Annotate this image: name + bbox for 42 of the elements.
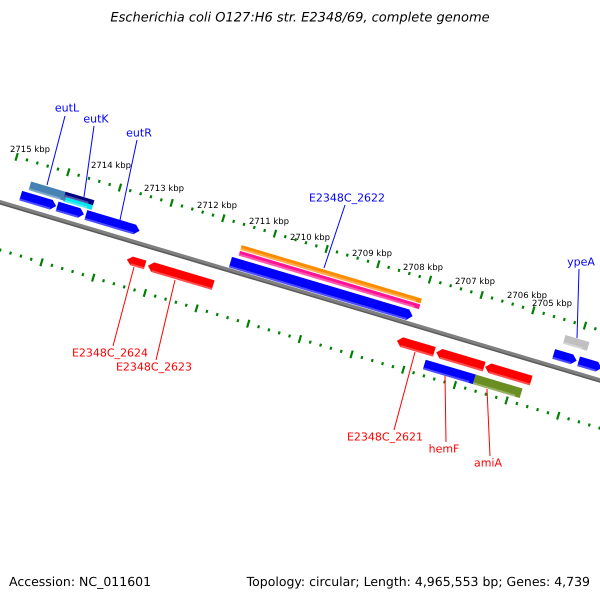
leader-line (156, 280, 176, 360)
gene-feature (126, 256, 146, 270)
gene-label: eutL (54, 102, 80, 114)
gene-label: hemF (428, 444, 460, 454)
scale-label: 2708 kbp (402, 264, 444, 272)
scale-label: 2706 kbp (506, 292, 548, 300)
gene-label: eutK (83, 114, 109, 124)
leader-line (486, 388, 490, 456)
gene-label: E2348C_2623 (116, 362, 192, 372)
scale-label: 2710 kbp (290, 234, 330, 242)
gene-feature (240, 245, 422, 304)
scale-label: 2707 kbp (454, 278, 496, 286)
gene-label: E2348C_2621 (346, 432, 424, 442)
scale-label: 2715 kbp (10, 146, 50, 154)
leader-line (120, 140, 138, 220)
scale-label: 2711 kbp (248, 218, 290, 226)
gene-label: ypeA (567, 256, 595, 268)
leader-line (112, 266, 134, 346)
leader-line (444, 376, 446, 442)
gene-feature (84, 210, 140, 234)
scale-label: 2705 kbp (532, 300, 572, 308)
gene-label: E2348C_2622 (308, 192, 386, 204)
footer-text: Topology: circular; Length: 4,965,553 bp; Genes: 4,739 (246, 576, 590, 588)
footer-text: Accession: NC_011601 (9, 576, 152, 588)
gene-feature (396, 337, 436, 357)
scale-label: 2712 kbp (196, 202, 238, 210)
scale-label: 2714 kbp (90, 162, 132, 170)
gene-feature (562, 335, 590, 351)
title: Escherichia coli O127:H6 str. E2348/69, complete genome (110, 12, 490, 24)
gene-feature (472, 374, 523, 398)
scale-label: 2713 kbp (144, 184, 184, 194)
scale-label: 2709 kbp (352, 250, 392, 258)
gene-feature (148, 262, 215, 290)
gene-label: E2348C_2624 (72, 348, 148, 358)
gene-feature (64, 192, 94, 206)
gene-feature (422, 360, 477, 384)
gene-label: amiA (474, 458, 502, 468)
gene-feature (28, 182, 68, 201)
leader-line (394, 352, 416, 430)
leader-line (324, 204, 346, 268)
gene-label: eutR (126, 128, 152, 138)
leader-line (46, 116, 66, 186)
